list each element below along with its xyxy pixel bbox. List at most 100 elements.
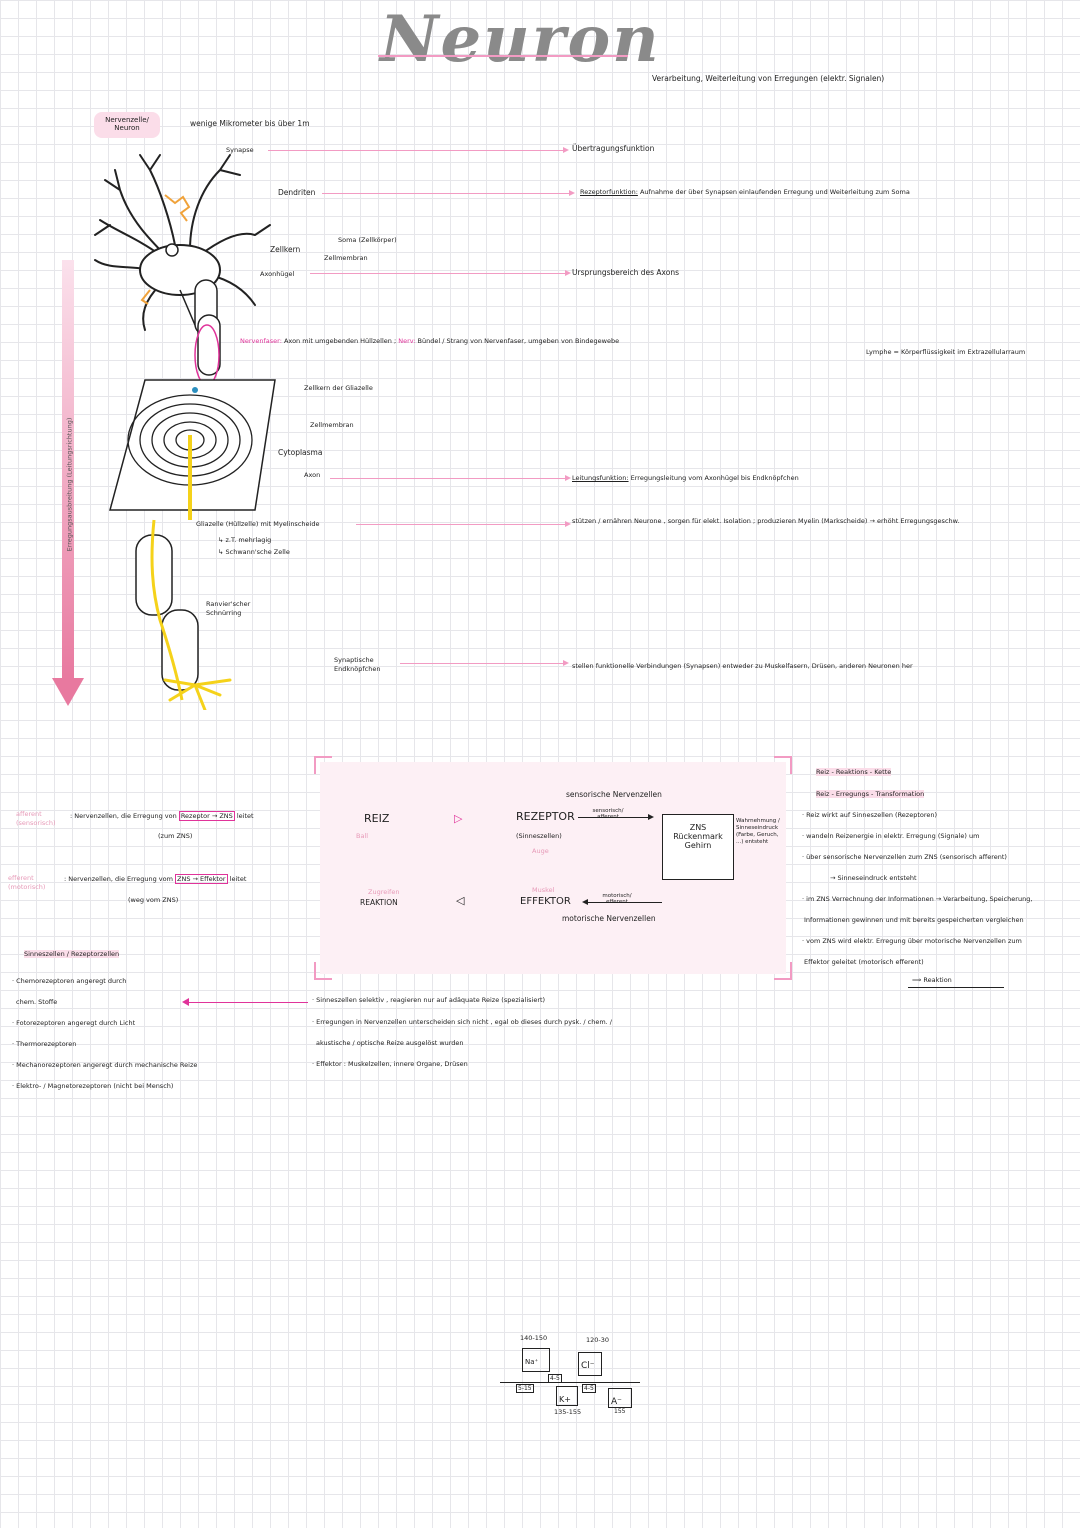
label-zellmembran-soma: Zellmembran <box>324 254 368 262</box>
chain-title-text: Reiz - Reaktions - Kette <box>816 768 892 776</box>
effektor-label: EFFEKTOR <box>520 896 571 907</box>
sinnes-item: · Fotorezeptoren angeregt durch Licht <box>12 1019 136 1027</box>
afferent-box: Rezeptor → ZNS <box>178 811 235 821</box>
chain-subtitle: Reiz - Erregungs - Transformation <box>816 790 925 799</box>
sinnes-heading-text: Sinneszellen / Rezeptorzellen <box>24 950 120 958</box>
afferent-def: : Nervenzellen, die Erregung von Rezepto… <box>70 811 254 821</box>
sens-title: sensorische Nervenzellen <box>566 790 662 799</box>
chain-subtitle-text: Reiz - Erregungs - Transformation <box>816 790 925 798</box>
conduction-arrow-head <box>52 678 84 706</box>
sinnes-item: · Elektro- / Magnetorezeptoren (nicht be… <box>12 1082 174 1090</box>
label-glia-sub2: ↳ Schwann'sche Zelle <box>218 548 290 556</box>
mot-arrow <box>588 902 662 903</box>
na-box: Na⁺ <box>522 1348 550 1372</box>
sinnes-item: · Mechanorezeptoren angeregt durch mecha… <box>12 1061 198 1069</box>
reflex-diagram: sensorische Nervenzellen REIZ Ball ▷ REZ… <box>314 756 792 980</box>
efferent-def: : Nervenzellen, die Erregung vom ZNS → E… <box>64 874 247 884</box>
link-synapse <box>268 146 569 153</box>
chain-line: · vom ZNS wird elektr. Erregung über mot… <box>802 937 1022 945</box>
bracket-br <box>774 962 792 980</box>
leitung-def: Erregungsleitung vom Axonhügel bis Endkn… <box>630 474 799 482</box>
neuron-badge: Nervenzelle/ Neuron <box>94 112 160 138</box>
leitung-term: Leitungsfunktion: <box>572 474 629 482</box>
nervenfaser-def: Axon mit umgebenden Hüllzellen ; <box>283 337 397 345</box>
ion-sketch: 140-150 120-30 Na⁺ Cl⁻ 5-15 4-5 4-5 K+ A… <box>500 1330 650 1416</box>
sinnes-item: · Chemorezeptoren angeregt durch <box>12 977 127 985</box>
nerv-def: Bündel / Strang von Nervenfaser, umgeben… <box>417 337 620 345</box>
cl-box: Cl⁻ <box>578 1352 602 1376</box>
back-triangle: ◁ <box>456 894 465 907</box>
neuron-badge-text: Nervenzelle/ Neuron <box>105 116 149 132</box>
na-label: Na⁺ <box>525 1358 539 1366</box>
chain-line: · im ZNS Verrechnung der Informationen →… <box>802 895 1033 903</box>
mot-title: motorische Nervenzellen <box>562 914 656 923</box>
efferent-end: leitet <box>229 875 247 883</box>
note-line: · Effektor : Muskelzellen, innere Organe… <box>312 1060 468 1068</box>
chain-line: → Sinneseindruck entsteht <box>830 874 917 882</box>
auge-label: Auge <box>532 847 549 855</box>
page-title: Neuron <box>380 2 661 77</box>
afferent-note: (zum ZNS) <box>158 832 193 840</box>
label-axon: Axon <box>304 471 321 479</box>
a-box: A⁻ <box>608 1388 632 1408</box>
subtitle: Verarbeitung, Weiterleitung von Erregung… <box>652 74 885 83</box>
rezeptor-def: Aufnahme der über Synapsen einlaufenden … <box>639 188 910 196</box>
label-glia-sub1: ↳ z.T. mehrlagig <box>218 536 272 544</box>
chain-line: · über sensorische Nervenzellen zum ZNS … <box>802 853 1007 861</box>
na-in: 5-15 <box>516 1384 534 1393</box>
a-label: A⁻ <box>611 1397 622 1407</box>
label-endknoepfchen: Synaptische Endknöpfchen <box>334 656 381 673</box>
func-rezeptor: Rezeptorfunktion: Aufnahme der über Syna… <box>580 188 910 197</box>
chain-line: · wandeln Reizenergie in elektr. Erregun… <box>802 832 980 840</box>
neuron-illustration <box>94 154 276 710</box>
sinnes-item: · Thermorezeptoren <box>12 1040 77 1048</box>
mot-eff-label: motorisch/ efferent <box>602 893 632 905</box>
afferent-end: leitet <box>236 812 254 820</box>
sens-aff-label: sensorisch/ afferent <box>592 808 624 820</box>
note-line: · Erregungen in Nervenzellen unterscheid… <box>312 1018 612 1026</box>
nervenfaser-term: Nervenfaser: <box>240 337 282 345</box>
wahrnehmung-label: Wahrnehmung / Sinneseindruck (Farbe, Ger… <box>736 818 780 845</box>
k-box: K+ <box>556 1386 578 1406</box>
label-soma: Soma (Zellkörper) <box>338 236 397 244</box>
reaktion-label: REAKTION <box>360 898 398 907</box>
lymphe-note: Lymphe = Körperflüssigkeit im Extrazellu… <box>866 348 1026 356</box>
label-cytoplasma: Cytoplasma <box>278 448 323 457</box>
chain-underline <box>908 987 1004 988</box>
rezeptor-label: REZEPTOR <box>516 810 575 823</box>
note-line: akustische / optische Reize ausgelöst wu… <box>316 1039 464 1047</box>
chain-line: Informationen gewinnen und mit bereits g… <box>804 916 1024 924</box>
chain-title: Reiz - Reaktions - Kette <box>816 768 892 777</box>
func-uebertragung: Übertragungsfunktion <box>572 144 655 153</box>
sinneszellen-label: (Sinneszellen) <box>516 832 562 840</box>
func-ursprung: Ursprungsbereich des Axons <box>572 268 680 277</box>
na-value: 140-150 <box>520 1334 548 1342</box>
label-synapse: Synapse <box>226 146 254 154</box>
zns-label: ZNS <box>689 823 707 832</box>
label-zellkern-glia: Zellkern der Gliazelle <box>304 384 373 392</box>
bracket-tl <box>314 756 332 774</box>
chain-line: Effektor geleitet (motorisch efferent) <box>804 958 924 966</box>
forward-triangle: ▷ <box>454 812 463 825</box>
conduction-arrow <box>62 260 74 680</box>
sens-arrow-head <box>648 814 654 820</box>
note-line: · Sinneszellen selektiv , reagieren nur … <box>312 996 546 1004</box>
size-note: wenige Mikrometer bis über 1m <box>190 119 310 128</box>
sinnes-arrow-head <box>182 998 189 1006</box>
bracket-bl <box>314 962 332 980</box>
efferent-box: ZNS → Effektor <box>175 874 228 884</box>
rezeptor-term: Rezeptorfunktion: <box>580 188 638 196</box>
sinnes-item: chem. Stoffe <box>16 998 58 1006</box>
link-glia <box>356 520 571 527</box>
title-underline <box>378 55 628 57</box>
afferent-tag: afferent (sensorisch) <box>16 810 56 827</box>
mot-arrow-head <box>582 899 588 905</box>
link-dendriten <box>322 189 575 196</box>
link-axonhuegel <box>310 269 571 276</box>
efferent-note: (weg vom ZNS) <box>128 896 179 904</box>
chain-line: ⟹ Reaktion <box>912 976 952 984</box>
efferent-text: : Nervenzellen, die Erregung vom <box>64 875 173 883</box>
cl-in: 4-5 <box>582 1384 596 1393</box>
cl-value: 120-30 <box>586 1336 610 1344</box>
func-endknopf: stellen funktionelle Verbindungen (Synap… <box>572 662 913 670</box>
